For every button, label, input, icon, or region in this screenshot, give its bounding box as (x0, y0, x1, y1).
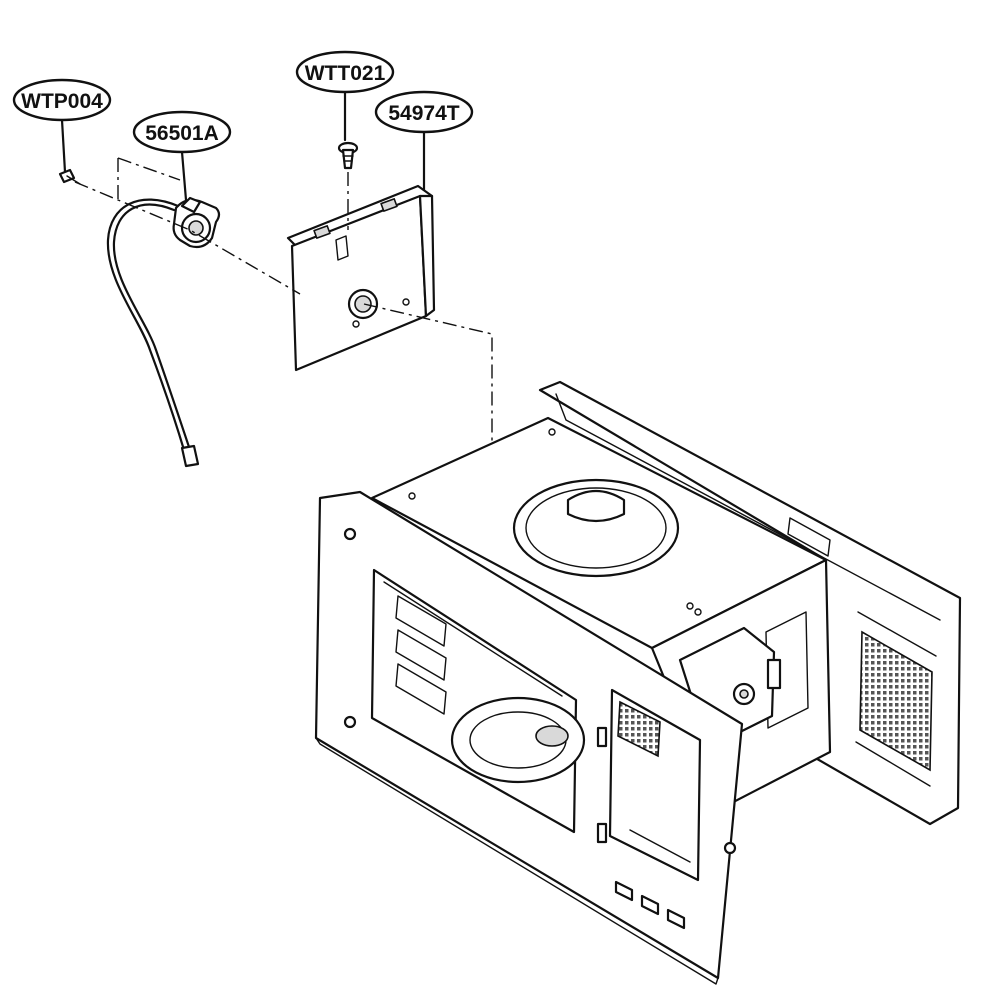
thermal-sensor-56501a (106, 196, 221, 468)
callout-wtt021[interactable]: WTT021 (295, 50, 395, 142)
callout-56501a-leader (180, 150, 188, 202)
wire-connector (180, 444, 200, 468)
turntable-cover (512, 478, 680, 578)
callout-wtp004-leader (60, 118, 67, 174)
turntable-motor (566, 489, 626, 523)
callout-wtp004[interactable]: WTP004 (12, 78, 112, 174)
callout-54974t[interactable]: 54974T (374, 90, 474, 192)
vent-mesh (859, 630, 933, 772)
callout-wtt021-label: WTT021 (305, 62, 386, 85)
bracket-54974t (286, 184, 436, 372)
screw-wtp004 (58, 168, 81, 185)
callout-56501a-label: 56501A (145, 122, 219, 145)
screw-wtt021 (337, 141, 359, 170)
callout-54974t-label: 54974T (388, 102, 459, 125)
callout-wtp004-label: WTP004 (21, 90, 103, 113)
microwave-chassis (314, 380, 962, 985)
assembly-guides (74, 157, 493, 450)
callout-56501a[interactable]: 56501A (132, 110, 232, 202)
